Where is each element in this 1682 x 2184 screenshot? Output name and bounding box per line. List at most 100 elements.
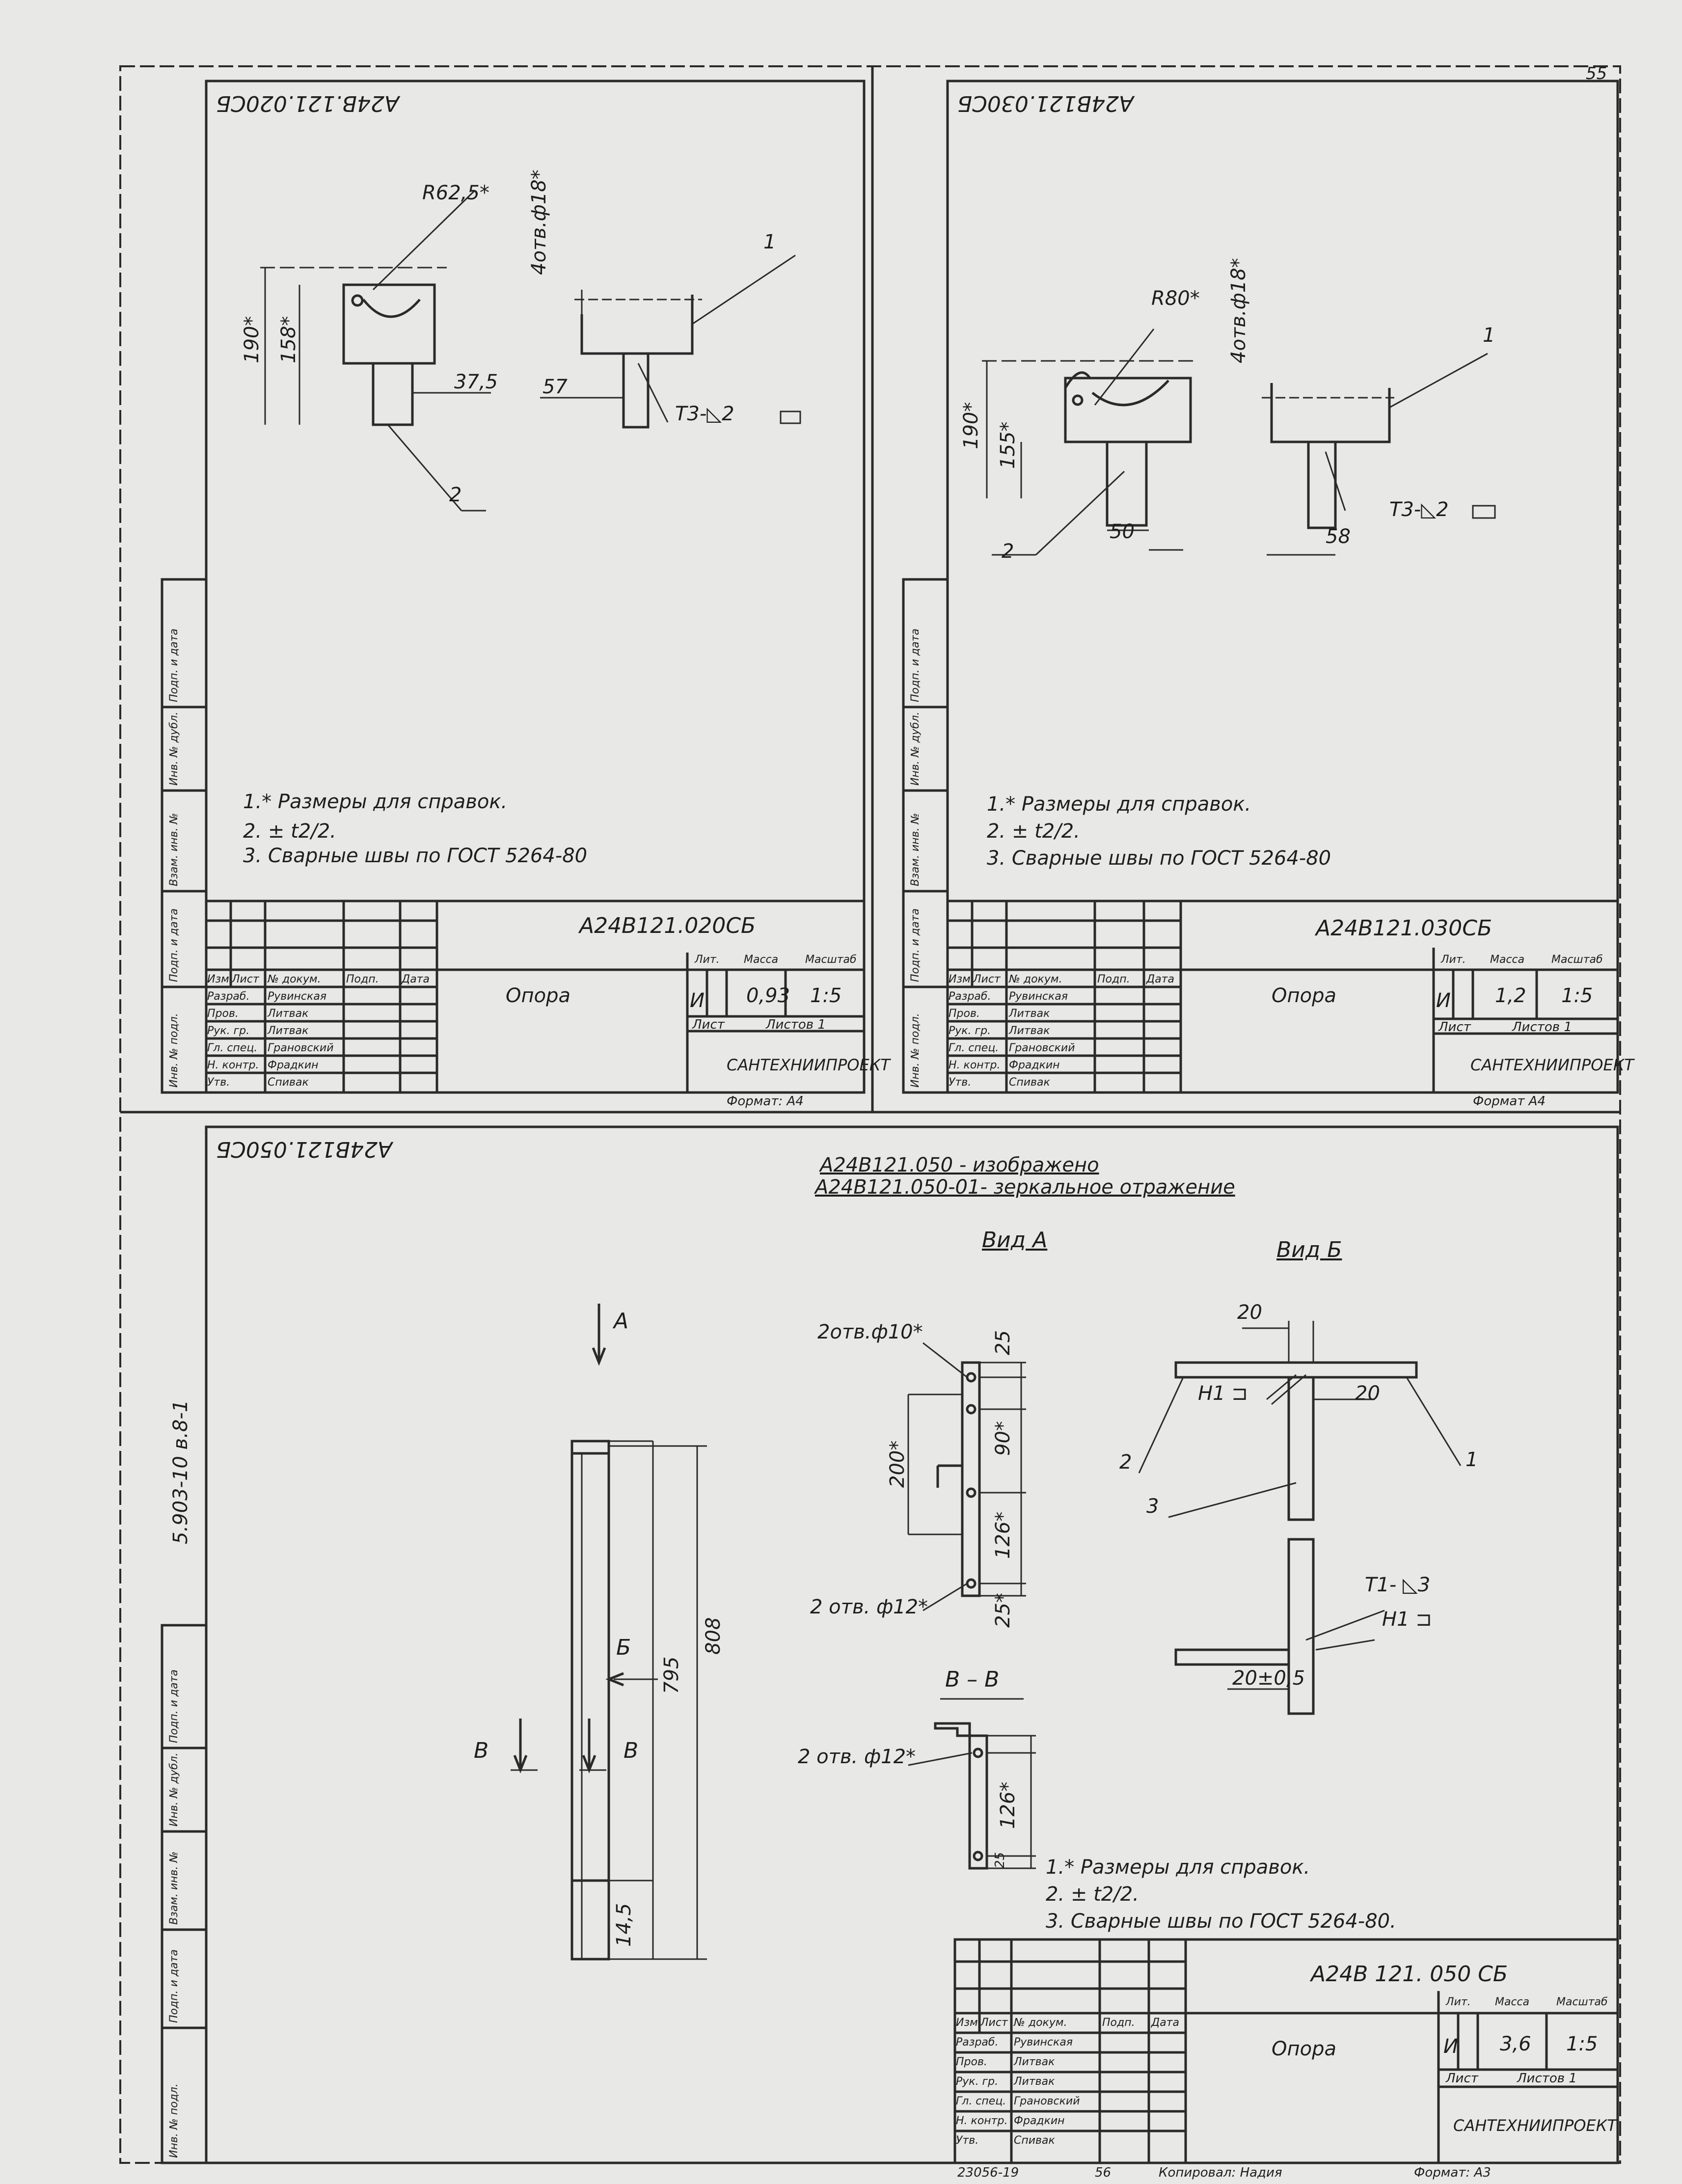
arrow-b-label: Б [616, 1635, 631, 1660]
dim-radius-1: R62,5* [422, 182, 489, 204]
side-label-3-1: Инв. № дубл. [168, 1752, 180, 1827]
row-name-3-3: Грановский [1014, 2095, 1080, 2107]
row-name-2-5: Спивак [1009, 1076, 1050, 1089]
note-1-sheet2: 1.* Размеры для справок. [987, 793, 1251, 816]
dim-h2-1: 158* [277, 316, 300, 363]
dim-200: 200* [886, 1440, 909, 1488]
note-1-sheet1: 1.* Размеры для справок. [243, 791, 508, 813]
part-name-1: Опора [506, 984, 571, 1007]
hdr-mass-2: Масса [1490, 954, 1525, 966]
scale-1: 1:5 [810, 984, 842, 1007]
flipped-code-3: А24В121.050СБ [216, 1137, 393, 1162]
sheets-total-1: Листов 1 [766, 1017, 826, 1032]
row-name-2-1: Литвак [1009, 1008, 1050, 1020]
hdr-list-1: Лист [232, 973, 259, 985]
section-label: В – В [945, 1667, 1000, 1692]
row-name-2-4: Фрадкин [1009, 1059, 1060, 1071]
row-name-1-4: Фрадкин [268, 1059, 319, 1071]
pos-1-sheet1: 1 [763, 231, 776, 253]
lit-2: И [1436, 989, 1451, 1012]
dim-len1: 795 [660, 1656, 683, 1694]
dim-holes10: 2отв.ф10* [817, 1321, 923, 1343]
lit-1: И [690, 989, 705, 1012]
row-role-1-4: Н. контр. [207, 1059, 259, 1071]
scale-2: 1:5 [1561, 984, 1593, 1007]
row-name-1-2: Литвак [268, 1025, 309, 1037]
side-label-1-4: Инв. № подл. [168, 1013, 180, 1088]
dim-h1-1: 190* [241, 316, 263, 363]
mass-2: 1,2 [1495, 984, 1526, 1007]
note-3-sheet1: 3. Сварные швы по ГОСТ 5264-80 [243, 845, 588, 867]
side-label-2-4: Инв. № подл. [909, 1013, 922, 1088]
dim-20a: 20 [1237, 1301, 1262, 1324]
header-1-sheet3: А24В121.050 - изображено [820, 1154, 1099, 1176]
row-name-3-4: Фрадкин [1014, 2115, 1065, 2127]
dim-25: 25 [992, 1330, 1014, 1355]
row-name-1-3: Грановский [268, 1042, 334, 1054]
hdr-sign-2: Подп. [1097, 973, 1130, 985]
code-2: А24В121.030СБ [1316, 916, 1492, 941]
view-a-label: Вид А [982, 1228, 1048, 1253]
row-role-2-0: Разраб. [949, 990, 991, 1003]
weld-h1a: Н1 ⊐ [1198, 1382, 1248, 1405]
dim-foot: 14,5 [613, 1903, 635, 1947]
pos-2-sheet3: 2 [1119, 1451, 1132, 1474]
hdr-lit-1: Лит. [695, 954, 720, 966]
code-1: А24В121.020СБ [579, 913, 756, 938]
footer-number: 23056-19 [957, 2165, 1019, 2180]
arrow-v2-label: В [624, 1738, 639, 1763]
side-label-1-2: Взам. инв. № [168, 813, 180, 886]
org-2: САНТЕХНИИПРОЕКТ [1470, 1056, 1634, 1074]
hdr-scale-1: Масштаб [805, 954, 857, 966]
dim-holes-2: 4отв.ф18* [1227, 258, 1250, 363]
row-role-1-3: Гл. спец. [207, 1042, 258, 1054]
row-role-3-2: Рук. гр. [956, 2075, 999, 2088]
row-name-3-0: Рувинская [1014, 2036, 1073, 2048]
view-b-label: Вид Б [1276, 1237, 1342, 1262]
row-role-2-2: Рук. гр. [949, 1025, 991, 1037]
pos-2-sheet2: 2 [1002, 540, 1014, 563]
weld-t1: Т1- ◺3 [1365, 1574, 1431, 1596]
row-role-2-4: Н. контр. [949, 1059, 1001, 1071]
dim-w2-1: 57 [543, 376, 568, 398]
dim-holes12b: 2 отв. ф12* [798, 1746, 916, 1768]
note-2-sheet3: 2. ± t2/2. [1046, 1883, 1139, 1906]
hdr-date-2: Дата [1146, 973, 1174, 985]
footer-page: 56 [1095, 2165, 1112, 2180]
weld-mark-1: Т3-◺2 [675, 403, 734, 425]
row-role-3-3: Гл. спец. [956, 2095, 1006, 2107]
side-label-2-1: Инв. № дубл. [909, 711, 922, 786]
dim-20c: 20±0,5 [1232, 1667, 1305, 1690]
lit-3: И [1443, 2035, 1458, 2058]
hdr-izm-3: Изм [956, 2017, 978, 2029]
note-3-sheet3: 3. Сварные швы по ГОСТ 5264-80. [1046, 1910, 1396, 1933]
row-role-3-5: Утв. [956, 2134, 979, 2147]
note-2-sheet1: 2. ± t2/2. [243, 820, 336, 843]
hdr-doc-3: № докум. [1014, 2017, 1067, 2029]
hdr-list-3: Лист [980, 2017, 1008, 2029]
dim-w1-2: 50 [1110, 520, 1135, 543]
side-label-3-2: Взам. инв. № [168, 1851, 180, 1925]
side-label-1-0: Подп. и дата [168, 628, 180, 702]
dim-25b: 25* [992, 1593, 1014, 1628]
code-3: А24В 121. 050 СБ [1311, 1962, 1508, 1987]
hdr-date-1: Дата [402, 973, 430, 985]
row-role-3-1: Пров. [956, 2056, 987, 2068]
side-label-3-4: Инв. № подл. [168, 2083, 180, 2158]
sheet-3: Лист [1446, 2071, 1478, 2086]
side-code-3: 5.903-10 в.8-1 [169, 1399, 192, 1544]
row-role-3-4: Н. контр. [956, 2115, 1008, 2127]
pos-1-sheet3: 1 [1465, 1448, 1478, 1471]
row-role-1-2: Рук. гр. [207, 1025, 250, 1037]
hdr-doc-2: № докум. [1009, 973, 1062, 985]
pos-3-sheet3: 3 [1146, 1495, 1159, 1518]
dim-20b: 20 [1355, 1382, 1380, 1405]
hdr-mass-1: Масса [744, 954, 779, 966]
scale-3: 1:5 [1566, 2033, 1598, 2055]
dim-126: 126* [992, 1511, 1014, 1559]
sheets-total-2: Листов 1 [1512, 1020, 1572, 1035]
row-name-3-5: Спивак [1014, 2134, 1055, 2147]
arrow-a-label: А [614, 1309, 629, 1334]
row-role-1-5: Утв. [207, 1076, 230, 1089]
